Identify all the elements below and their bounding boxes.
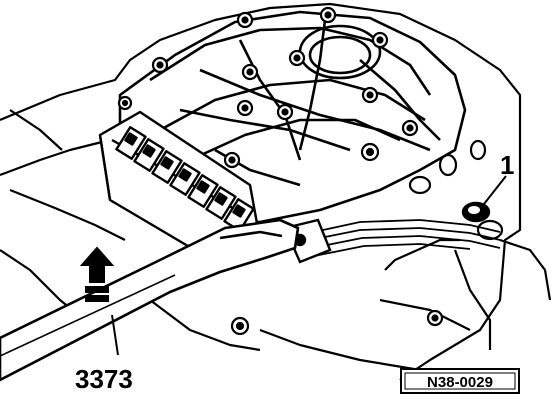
transmission-housing [0, 2, 552, 381]
up-arrow-icon [79, 246, 115, 302]
valve-body-plate [118, 10, 467, 224]
figure-code-box: N38-0029 [400, 368, 520, 394]
tool-3373-leader [111, 314, 119, 356]
tool-3373-lever [0, 218, 300, 382]
mounting-bolts [117, 6, 444, 336]
housing-holes [408, 139, 504, 241]
solenoid-strip [98, 110, 262, 264]
callout-3373: 3373 [75, 364, 133, 394]
wiring-harness [299, 219, 501, 259]
part-1-component [461, 175, 507, 223]
callout-1: 1 [500, 150, 514, 180]
figure-code: N38-0029 [427, 374, 493, 391]
